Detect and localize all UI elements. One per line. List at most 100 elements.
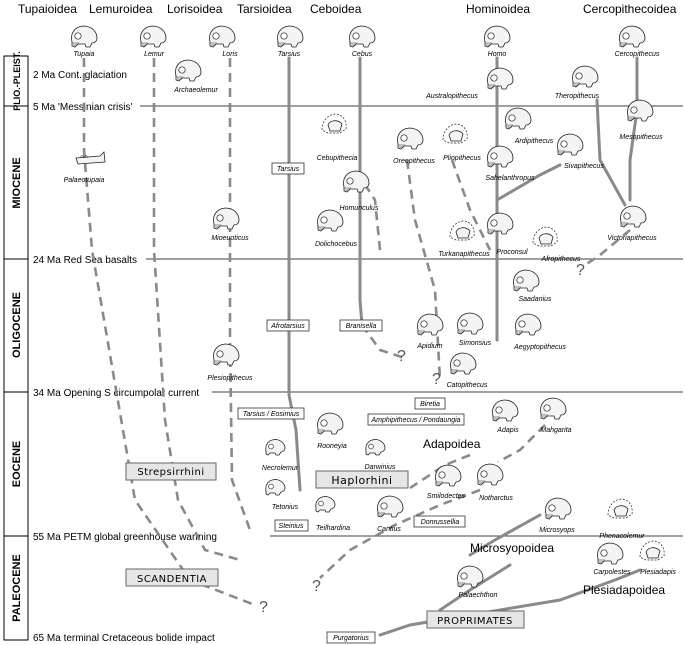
lineage-theropithecus xyxy=(595,98,627,207)
apidium-skull-icon xyxy=(417,313,444,336)
header-tarsioidea: Tarsioidea xyxy=(237,2,292,16)
adapis-skull-icon xyxy=(492,399,519,422)
label-sahelanthropus: Sahelanthropus xyxy=(485,175,535,182)
event-2ma: 2 Ma Cont. glaciation xyxy=(33,70,127,81)
strepsirrhini-box xyxy=(125,462,217,481)
turkanapithecus-skull-icon xyxy=(449,220,475,241)
lineages xyxy=(82,56,642,637)
epoch-plio-pleist xyxy=(3,55,29,107)
question-mark-scandentia: ? xyxy=(259,599,268,616)
label-carpolestes: Carpolestes xyxy=(593,569,631,576)
lineage-notharctus xyxy=(319,488,481,579)
label-victoriapithecus: Victoriapithecus xyxy=(607,235,657,242)
plesiopithecus-skull-icon xyxy=(213,343,240,366)
label-dolichocebus: Dolichocebus xyxy=(315,241,358,248)
header-hominoidea: Hominoidea xyxy=(466,2,530,16)
group-adapoidea: Adapoidea xyxy=(423,437,481,451)
label-ardipithecus: Ardipithecus xyxy=(514,138,554,145)
group-haplorhini: Haplorhini xyxy=(331,474,392,487)
cebupithecia-skull-icon xyxy=(321,113,347,134)
uncertainty-marks: ? ? ? ? ? xyxy=(259,262,585,616)
lineage-microsyops xyxy=(468,513,542,557)
superfamily-headers: Tupaioidea Lemuroidea Lorisoidea Tarsioi… xyxy=(18,2,677,16)
label-loris: Loris xyxy=(222,51,238,58)
group-plesiadapoidea: Plesiadapoidea xyxy=(583,583,665,597)
label-mesopithecus: Mesopithecus xyxy=(619,134,663,141)
darwinius-skull-icon xyxy=(365,439,386,456)
mesopithecus-skull-icon xyxy=(627,99,654,122)
sivapithecus-skull-icon xyxy=(557,133,584,156)
group-strepsirrhini: Strepsirrhini xyxy=(137,467,204,478)
label-saadanius: Saadanius xyxy=(518,296,552,303)
epoch-label-eocene: EOCENE xyxy=(11,441,23,487)
box-branisella: Branisella xyxy=(346,323,377,330)
label-teilhardina: Teilhardina xyxy=(316,525,350,532)
label-simonsius: Simonsius xyxy=(459,340,492,347)
label-plesiadapis: Plesiadapis xyxy=(640,569,676,576)
group-scandentia: SCANDENTIA xyxy=(137,574,207,585)
label-tupaia: Tupaia xyxy=(74,51,95,58)
label-cercopithecus: Cercopithecus xyxy=(615,51,660,58)
carpolestes-skull-icon xyxy=(597,542,624,565)
question-mark-paleocene: ? xyxy=(312,578,321,595)
label-palaechthon: Palaechthon xyxy=(459,592,498,599)
event-labels: 2 Ma Cont. glaciation 5 Ma 'Messinian cr… xyxy=(33,70,217,644)
epoch-label-paleocene: PALEOCENE xyxy=(11,554,23,622)
group-microsyopoidea: Microsyopoidea xyxy=(470,541,554,555)
label-cebupithecia: Cebupithecia xyxy=(317,155,358,162)
proprimates-box xyxy=(426,610,525,629)
label-apidium: Apidium xyxy=(416,343,442,350)
lineage-tupaioidea xyxy=(82,58,256,607)
theropithecus-skull-icon xyxy=(572,65,599,88)
epoch-paleocene xyxy=(3,535,29,641)
epoch-label-oligocene: OLIGOCENE xyxy=(11,292,23,358)
label-oreopithecus: Oreopithecus xyxy=(393,158,435,165)
label-palaeotupaia: Palaeotupaia xyxy=(64,177,105,184)
event-55ma: 55 Ma PETM global greenhouse warming xyxy=(33,532,217,543)
palaeotupaia-jaw-icon xyxy=(75,151,106,165)
cantius-skull-icon xyxy=(377,495,404,518)
oreopithecus-skull-icon xyxy=(397,127,424,150)
lineage-mahgarita xyxy=(497,424,546,464)
label-archaeolemur: Archaeolemur xyxy=(173,87,218,94)
label-catopithecus: Catopithecus xyxy=(447,382,488,389)
label-australopithecus: Australopithecus xyxy=(425,93,478,100)
simonsius-skull-icon xyxy=(457,312,484,335)
tarsius-skull-icon xyxy=(277,25,304,48)
epoch-column: PLIO.-PLEIST. MIOCENE OLIGOCENE EOCENE P… xyxy=(3,51,29,641)
afropithecus-skull-icon xyxy=(532,226,558,247)
homunculus-skull-icon xyxy=(343,170,370,193)
lemur-skull-icon xyxy=(140,25,167,48)
box-donrussellia: Donrussellia xyxy=(421,519,460,526)
box-purgatorius: Purgatorius xyxy=(333,635,369,642)
label-turkanapithecus: Turkanapithecus xyxy=(438,251,490,258)
lineage-ceboidea-link xyxy=(360,324,406,360)
lineage-lorisoidea xyxy=(228,58,252,531)
label-cantius: Cantius xyxy=(377,526,401,533)
loris-skull-icon xyxy=(209,25,236,48)
haplorhini-box xyxy=(315,470,409,489)
plesiadapis-skull-icon xyxy=(639,540,665,561)
microsyops-skull-icon xyxy=(545,497,572,520)
lineage-lemuroidea xyxy=(152,58,241,562)
label-lemur: Lemur xyxy=(144,51,165,58)
rooneyia-skull-icon xyxy=(317,412,344,435)
tetonius-skull-icon xyxy=(265,479,286,496)
time-boundaries xyxy=(140,105,683,537)
lineage-sivapithecus-branch xyxy=(495,163,562,202)
epoch-label-plio: PLIO.-PLEIST. xyxy=(12,51,22,111)
mahgarita-skull-icon xyxy=(540,397,567,420)
group-proprimates: PROPRIMATES xyxy=(437,616,513,627)
lineage-adapoidea xyxy=(409,453,471,490)
label-tetonius: Tetonius xyxy=(272,504,299,511)
event-24ma: 24 Ma Red Sea basalts xyxy=(33,255,137,266)
pliopithecus-skull-icon xyxy=(442,123,468,144)
label-aegyptopithecus: Aegyptopithecus xyxy=(513,344,566,351)
header-lemuroidea: Lemuroidea xyxy=(89,2,153,16)
question-mark-cercopith: ? xyxy=(576,262,585,279)
label-theropithecus: Theropithecus xyxy=(555,93,600,100)
archaeolemur-skull-icon xyxy=(175,59,202,82)
epoch-eocene xyxy=(3,391,29,537)
label-pliopithecus: Pliopithecus xyxy=(443,155,481,162)
lineage-microsyopoidea xyxy=(438,563,512,612)
